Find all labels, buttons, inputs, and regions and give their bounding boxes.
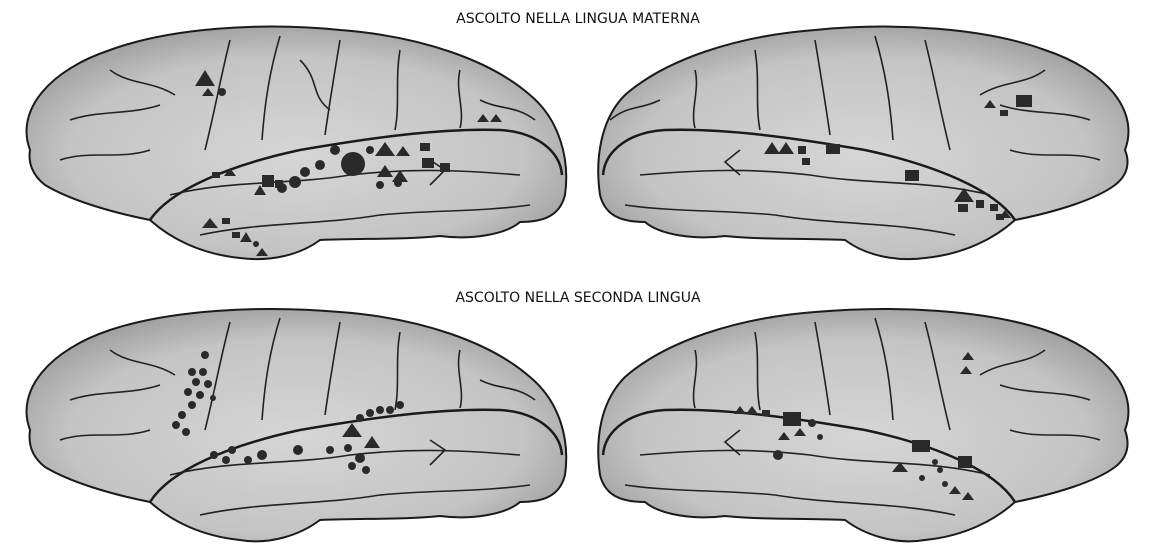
caption-native-language: ASCOLTO NELLA LINGUA MATERNA <box>456 11 700 27</box>
caption-second-language: ASCOLTO NELLA SECONDA LINGUA <box>455 290 700 306</box>
